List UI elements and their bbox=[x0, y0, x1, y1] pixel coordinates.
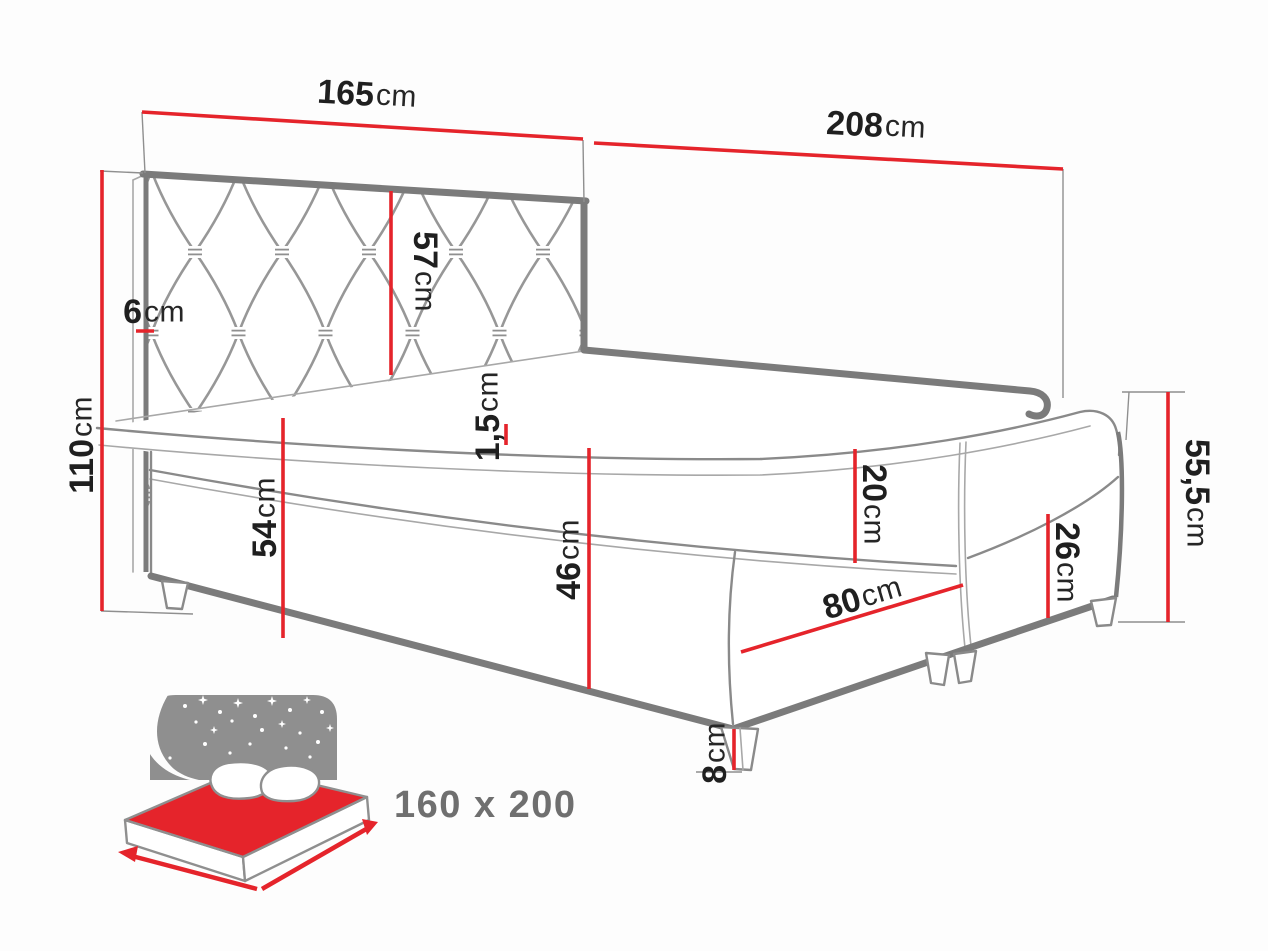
icon-length-arrow bbox=[260, 826, 370, 891]
svg-text:cm: cm bbox=[884, 110, 927, 145]
size-icon bbox=[118, 695, 378, 892]
icon-width-arrow bbox=[131, 853, 258, 892]
dim-mattress-height-label: 20 cm bbox=[855, 464, 893, 545]
svg-text:208: 208 bbox=[825, 104, 884, 145]
bottom-edge-right bbox=[729, 595, 1117, 733]
svg-text:54: 54 bbox=[246, 520, 284, 558]
extension-lines bbox=[99, 111, 1185, 773]
svg-text:cm: cm bbox=[66, 396, 99, 437]
icon-arrow-heads bbox=[118, 819, 378, 862]
svg-text:cm: cm bbox=[1051, 562, 1084, 603]
bed-leg-front-corner bbox=[719, 725, 760, 772]
dim-headboard-width-label: 165 cm bbox=[316, 73, 418, 114]
mid-seam-b bbox=[963, 441, 972, 647]
svg-text:cm: cm bbox=[1181, 507, 1214, 548]
bed-body bbox=[95, 346, 1125, 733]
dim-foot-end-height-label: 55,5 cm bbox=[1178, 439, 1216, 548]
icon-arrow-shafts bbox=[131, 826, 370, 892]
svg-text:46: 46 bbox=[550, 562, 588, 600]
box-right-corner-edge bbox=[1113, 431, 1125, 598]
dim-headboard-width-line bbox=[141, 110, 584, 141]
dim-topper-height-label: 1,5 cm bbox=[469, 371, 507, 461]
bed-silhouette bbox=[97, 350, 1122, 729]
svg-text:cm: cm bbox=[409, 271, 442, 312]
bed-leg-front-corner-edge bbox=[739, 727, 744, 771]
dim-headboard-height-label: 57 cm bbox=[406, 231, 444, 312]
icon-pillows bbox=[209, 760, 321, 803]
mattress-back-edge bbox=[115, 350, 585, 422]
icon-stars bbox=[168, 695, 334, 760]
bottom-edge-left bbox=[147, 572, 737, 733]
front-corner-seam bbox=[727, 550, 737, 726]
dim-total-height-label: 110 cm bbox=[63, 396, 101, 494]
svg-text:20: 20 bbox=[855, 464, 893, 502]
dim-side-height-label: 46 cm bbox=[550, 519, 588, 600]
svg-text:55,5: 55,5 bbox=[1178, 439, 1216, 505]
svg-text:cm: cm bbox=[699, 722, 732, 763]
icon-mattress-top-outline bbox=[123, 766, 369, 859]
svg-text:6: 6 bbox=[123, 293, 142, 331]
svg-text:8: 8 bbox=[696, 765, 734, 784]
mattress-front-edge bbox=[95, 409, 1121, 461]
dimension-lines bbox=[100, 110, 1170, 770]
dim-section-length-line bbox=[740, 583, 964, 654]
bed-leg-foot bbox=[1089, 596, 1118, 628]
box-top-seam-right bbox=[966, 475, 1120, 560]
dim-headboard-thickness-label: 6 cm bbox=[123, 293, 185, 331]
mid-seam-a bbox=[957, 442, 966, 649]
svg-text:cm: cm bbox=[249, 477, 282, 518]
svg-text:cm: cm bbox=[375, 79, 418, 114]
svg-text:1,5: 1,5 bbox=[469, 414, 507, 461]
dim-base-floor-height-label: 54 cm bbox=[246, 477, 284, 558]
dim-bed-length-line bbox=[593, 141, 1064, 171]
icon-moon-swoosh bbox=[141, 695, 222, 784]
dim-leg-height-label: 8 cm bbox=[696, 722, 734, 784]
box-top-seam-left bbox=[148, 468, 958, 568]
svg-text:cm: cm bbox=[553, 519, 586, 560]
svg-text:cm: cm bbox=[472, 371, 505, 412]
bed-leg-middle-a bbox=[924, 651, 951, 687]
box-top-seam-left-2 bbox=[149, 478, 957, 575]
headboard-top-edge bbox=[139, 170, 590, 205]
bed-legs bbox=[160, 579, 1118, 772]
bed-leg-head bbox=[160, 579, 190, 611]
svg-text:110: 110 bbox=[63, 439, 101, 494]
svg-text:cm: cm bbox=[858, 504, 891, 545]
dim-box-height-label: 26 cm bbox=[1048, 522, 1086, 603]
icon-headboard bbox=[150, 695, 337, 780]
svg-text:165: 165 bbox=[316, 73, 375, 114]
svg-text:57: 57 bbox=[406, 231, 444, 269]
dim-bed-length-label: 208 cm bbox=[825, 104, 927, 145]
svg-text:cm: cm bbox=[144, 296, 185, 329]
svg-text:26: 26 bbox=[1048, 522, 1086, 560]
size-badge: 160 x 200 bbox=[394, 784, 577, 826]
mattress-far-edge bbox=[580, 346, 1051, 420]
topper-seam bbox=[98, 425, 1091, 476]
bed-leg-middle-b bbox=[952, 649, 978, 685]
